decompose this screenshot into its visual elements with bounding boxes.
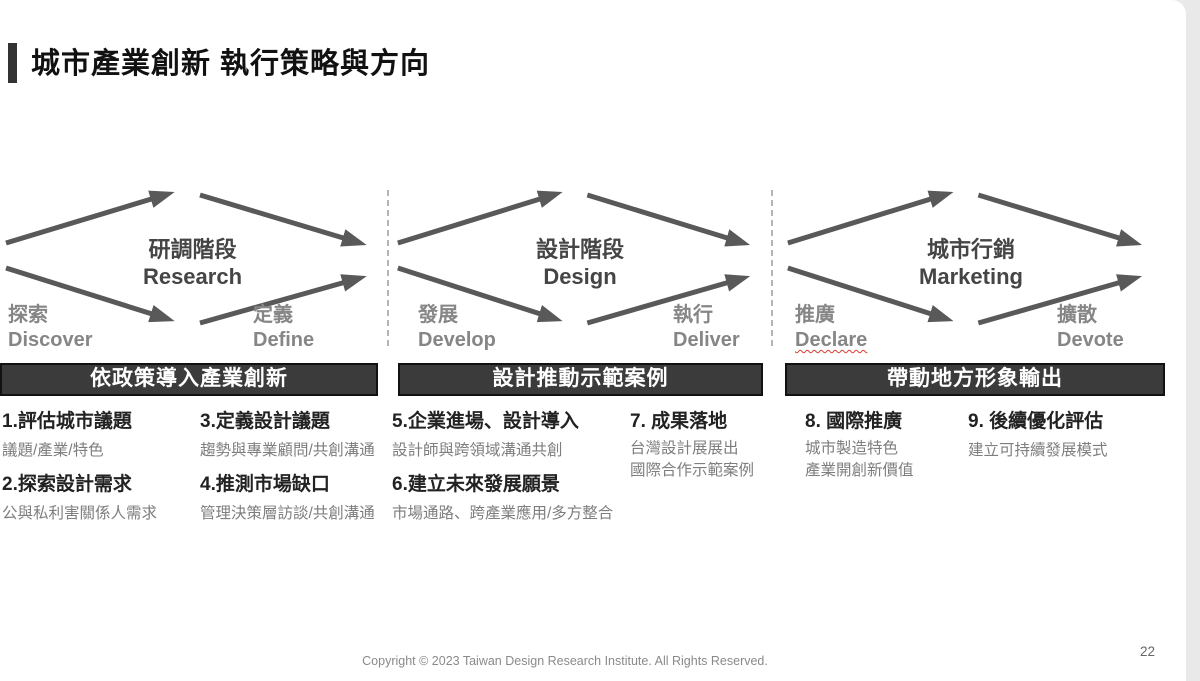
strategy-item: 3.定義設計議題 趨勢與專業顧問/共創溝通 xyxy=(200,410,392,461)
phase-label-define: 定義 Define xyxy=(253,303,314,353)
banner-policy-innovation: 依政策導入產業創新 xyxy=(0,363,378,396)
item-subtitle: 議題/產業/特色 xyxy=(2,442,104,459)
diamond-arrows xyxy=(397,190,751,326)
diamond-arrows xyxy=(5,190,367,326)
stage-label-en: Research xyxy=(142,264,243,289)
arrow-down-right xyxy=(199,192,367,247)
phase-label-en-misspelled: Declare xyxy=(795,329,868,351)
item-subtitle: 設計師與跨領域溝通共創 xyxy=(392,442,563,459)
strategy-item: 7. 成果落地 台灣設計展展出 國際合作示範案例 xyxy=(630,410,795,481)
phase-label-zh: 定義 xyxy=(253,304,293,326)
item-title: 8. 國際推廣 xyxy=(805,411,903,432)
page-title: 城市產業創新 執行策略與方向 xyxy=(31,48,431,80)
arrow-up-right xyxy=(977,274,1143,326)
stage-label: 設計階段 Design xyxy=(392,236,768,290)
strategy-item: 9. 後續優化評估 建立可持續發展模式 xyxy=(968,410,1178,461)
phase-label-en: Define xyxy=(253,329,315,351)
phase-label-zh: 執行 xyxy=(673,304,713,326)
arrow-up-left xyxy=(5,190,175,246)
arrow-up-left xyxy=(397,190,563,246)
phase-label-zh: 擴散 xyxy=(1057,304,1097,326)
arrow-up-left xyxy=(787,190,954,246)
banner-local-image: 帶動地方形象輸出 xyxy=(785,363,1165,396)
item-title: 3.定義設計議題 xyxy=(200,411,330,432)
item-title: 9. 後續優化評估 xyxy=(968,411,1104,432)
item-title: 2.探索設計需求 xyxy=(2,474,132,495)
item-subtitle: 城市製造特色 xyxy=(805,440,899,457)
item-column-5: 8. 國際推廣 城市製造特色 產業開創新價值 xyxy=(805,410,968,481)
stage-label-en: Marketing xyxy=(919,264,1023,289)
item-subtitle: 台灣設計展展出 xyxy=(630,440,739,457)
banner-design-demo: 設計推動示範案例 xyxy=(398,363,763,396)
phase-label-zh: 推廣 xyxy=(795,304,835,326)
phase-label-develop: 發展 Develop xyxy=(418,303,496,353)
phase-label-declare: 推廣 Declare xyxy=(795,303,867,353)
item-column-2: 3.定義設計議題 趨勢與專業顧問/共創溝通 4.推測市場缺口 管理決策層訪談/共… xyxy=(200,410,392,524)
item-column-3: 5.企業進場、設計導入 設計師與跨領域溝通共創 6.建立未來發展願景 市場通路、… xyxy=(392,410,630,524)
stage-label-en: Design xyxy=(543,264,617,289)
item-column-6: 9. 後續優化評估 建立可持續發展模式 xyxy=(968,410,1178,461)
copyright-footer: Copyright © 2023 Taiwan Design Research … xyxy=(362,654,768,668)
item-subtitle: 管理決策層訪談/共創溝通 xyxy=(200,505,375,522)
phase-label-en: Develop xyxy=(418,329,496,351)
phase-divider-dashed xyxy=(387,190,389,346)
item-subtitle: 趨勢與專業顧問/共創溝通 xyxy=(200,442,375,459)
title-accent-bar xyxy=(8,43,17,83)
item-subtitle: 產業開創新價值 xyxy=(805,462,914,479)
page-number: 22 xyxy=(1140,644,1156,659)
arrow-up-right xyxy=(586,274,751,326)
phase-panel-research: 研調階段 Research 探索 Discover 定義 Define xyxy=(0,186,385,351)
phase-label-zh: 探索 xyxy=(8,304,48,326)
stage-label: 城市行銷 Marketing xyxy=(782,236,1160,290)
diamond-arrows xyxy=(787,190,1143,326)
stage-label-zh: 研調階段 xyxy=(148,237,237,262)
item-title: 5.企業進場、設計導入 xyxy=(392,411,579,432)
arrow-down-right xyxy=(586,192,751,247)
item-column-4: 7. 成果落地 台灣設計展展出 國際合作示範案例 xyxy=(630,410,795,481)
item-column-1: 1.評估城市議題 議題/產業/特色 2.探索設計需求 公與私利害關係人需求 xyxy=(2,410,198,524)
item-subtitle: 市場通路、跨產業應用/多方整合 xyxy=(392,505,614,522)
arrow-down-right xyxy=(977,192,1143,247)
strategy-item: 1.評估城市議題 議題/產業/特色 xyxy=(2,410,198,461)
phase-label-en: Devote xyxy=(1057,329,1124,351)
arrow-down-left xyxy=(787,265,954,323)
strategy-item: 8. 國際推廣 城市製造特色 產業開創新價值 xyxy=(805,410,968,481)
stage-label-zh: 設計階段 xyxy=(535,237,624,262)
item-title: 6.建立未來發展願景 xyxy=(392,474,560,495)
phase-divider-dashed xyxy=(771,190,773,346)
phase-panel-marketing: 城市行銷 Marketing 推廣 Declare 擴散 Devote xyxy=(782,186,1160,351)
phase-label-en: Discover xyxy=(8,329,93,351)
arrow-down-left xyxy=(397,265,563,323)
phase-label-discover: 探索 Discover xyxy=(8,303,93,353)
strategy-item: 2.探索設計需求 公與私利害關係人需求 xyxy=(2,473,198,524)
item-title: 1.評估城市議題 xyxy=(2,411,132,432)
item-title: 4.推測市場缺口 xyxy=(200,474,330,495)
strategy-item: 4.推測市場缺口 管理決策層訪談/共創溝通 xyxy=(200,473,392,524)
phase-label-zh: 發展 xyxy=(418,304,458,326)
strategy-item: 6.建立未來發展願景 市場通路、跨產業應用/多方整合 xyxy=(392,473,630,524)
item-subtitle: 公與私利害關係人需求 xyxy=(2,505,158,522)
stage-label-zh: 城市行銷 xyxy=(926,237,1015,262)
arrow-down-left xyxy=(5,265,175,323)
phase-label-deliver: 執行 Deliver xyxy=(673,303,740,353)
stage-label: 研調階段 Research xyxy=(0,236,385,290)
arrow-up-right xyxy=(199,274,367,326)
item-title: 7. 成果落地 xyxy=(630,411,728,432)
strategy-item: 5.企業進場、設計導入 設計師與跨領域溝通共創 xyxy=(392,410,630,461)
phase-label-devote: 擴散 Devote xyxy=(1057,303,1124,353)
item-subtitle: 國際合作示範案例 xyxy=(630,462,755,479)
phase-panel-design: 設計階段 Design 發展 Develop 執行 Deliver xyxy=(392,186,768,351)
item-subtitle: 建立可持續發展模式 xyxy=(968,442,1108,459)
phase-label-en: Deliver xyxy=(673,329,740,351)
